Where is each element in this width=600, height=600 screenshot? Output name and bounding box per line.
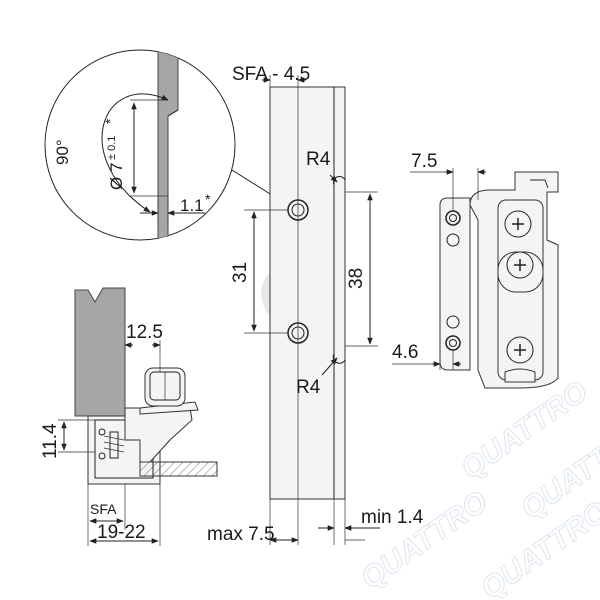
dim-1-1-label: 1.1 bbox=[180, 196, 204, 215]
dim-19-22-label: 19-22 bbox=[97, 522, 146, 543]
hinge-section-view: 12.5 11.4 SFA 19-22 bbox=[40, 287, 218, 546]
dim-38-label: 38 bbox=[346, 268, 367, 289]
dim-min-1-4-label: min 1.4 bbox=[361, 507, 424, 528]
cabinet-panel bbox=[139, 461, 218, 477]
dim-4-6-label: 4.6 bbox=[392, 342, 418, 363]
diameter-7-label: Ø 7 bbox=[107, 163, 126, 190]
dim-sfa-label: SFA bbox=[90, 501, 117, 517]
dim-sfa-minus-label: SFA - 4.5 bbox=[232, 64, 310, 85]
angle-90-label: 90° bbox=[53, 139, 72, 165]
radius-top-label: R4 bbox=[306, 149, 331, 170]
diameter-tolerance-label: ± 0.1 bbox=[106, 136, 118, 160]
dim-max-7-5-label: max 7.5 bbox=[207, 524, 275, 545]
radius-bottom-label: R4 bbox=[296, 377, 321, 398]
watermark-text: QUATTRO bbox=[355, 485, 494, 596]
hinge-front-view: 7.5 4.6 bbox=[392, 151, 559, 389]
door-panel bbox=[74, 287, 126, 417]
dim-7-5-label: 7.5 bbox=[411, 151, 437, 172]
diameter-star-label: * bbox=[102, 118, 118, 124]
detail-circle: 90° Ø 7 ± 0.1 * 1.1 * bbox=[44, 49, 295, 241]
dim-1-1-star-label: * bbox=[205, 191, 211, 207]
mounting-plate: SFA - 4.5 R4 R4 31 38 max 7.5 min 1.4 bbox=[207, 64, 424, 545]
dim-31-label: 31 bbox=[230, 262, 251, 283]
dim-11-4-label: 11.4 bbox=[40, 423, 61, 459]
dim-12-5-label: 12.5 bbox=[126, 322, 163, 343]
